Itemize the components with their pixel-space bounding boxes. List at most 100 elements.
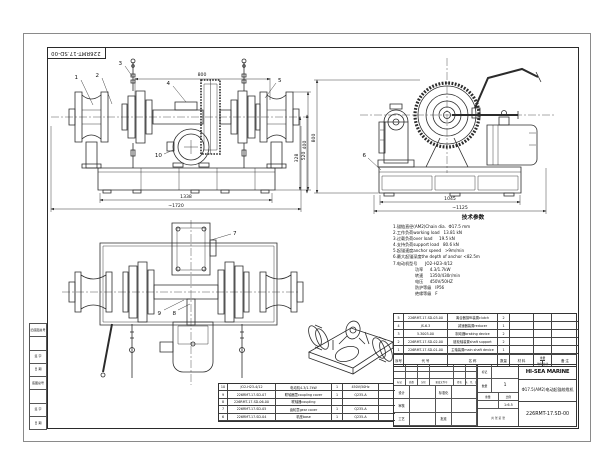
- bom-cell-material: Q235-A: [343, 413, 379, 421]
- bom-cell-name: 机座base: [276, 413, 332, 421]
- bom-cell-spare: [379, 384, 395, 392]
- tech-param-line: 2.工作负荷working load 13.81 kN: [393, 230, 462, 236]
- bom-row: 4 JS-6.3 减速器装置reducer 1: [394, 322, 578, 330]
- callout-7: 7: [233, 231, 237, 237]
- brake-rod-left: [130, 324, 135, 378]
- bom-cell-material: [510, 346, 534, 354]
- bom-cell-qty: 1: [332, 406, 343, 414]
- revision-header-row: 标记 处数 分区 更改文件号 签名 年、月、日: [394, 379, 477, 386]
- product-name: Φ17.5(AM2)电动起锚绞缆机: [519, 380, 576, 402]
- callout-2: 2: [95, 73, 99, 79]
- bom-cell-material: [510, 338, 534, 346]
- isometric-view: [295, 292, 400, 377]
- scale-label: 比例: [505, 394, 512, 399]
- bom-cell-name: 主轴装置main shaft device: [448, 346, 498, 354]
- bom-cell-code: 226RMT-17.SD-06-00: [228, 398, 276, 407]
- title-block-revision-area: 标记 处数 分区 更改文件号 签名 年、月、日 设计 标准化 审核 工艺 批准: [394, 365, 478, 426]
- bom-cell-spare: [379, 391, 395, 399]
- chain-wheel-left: [122, 59, 152, 168]
- bom-cell-qty: 1: [332, 384, 343, 392]
- bom-cell-code: 226RMT-17.SD-05: [228, 406, 276, 414]
- chain-wheel-right-plan: [218, 262, 249, 322]
- bom-cell-name: 离合器操纵装置clutch: [448, 314, 498, 322]
- callout-9: 9: [157, 311, 161, 317]
- bom-row: 2 226RMT-17.SD-02-00 链轮轴装置shaft support …: [394, 338, 578, 346]
- plan-view: 7 9 8: [48, 220, 313, 392]
- sheet-count: 共 张 第 张: [491, 415, 506, 420]
- bom-cell-qty: 2: [498, 314, 510, 322]
- bom-cell-qty: [332, 398, 343, 407]
- shaft-plan: [154, 285, 218, 325]
- tech-param-line: 防护等级 IP56: [415, 284, 445, 290]
- margin-cell: 日 期: [29, 362, 47, 377]
- bom-cell-weight: [534, 322, 552, 330]
- tech-params: 技术参数 1.锚链直径(AM2)Chain dia. Φ17.5 mm 2.工作…: [393, 213, 553, 297]
- margin-cell: 日 期: [29, 416, 47, 431]
- sign-standard: 标准化: [436, 386, 452, 400]
- bom-cell-no: 1: [394, 346, 404, 354]
- bom-header-material: 材 料: [510, 355, 534, 366]
- bom-cell-material: Q235-A: [343, 406, 379, 414]
- bom-cell-no: 7: [219, 406, 228, 414]
- dim-front-outer: ~1720: [168, 203, 184, 209]
- bom-cell-remark: [552, 338, 578, 346]
- weight-label: 重量: [478, 393, 499, 400]
- tech-param-line: 5.起锚速度anchor speed >9m/min: [393, 248, 465, 254]
- side-view: 1045 ~1125 800 520 6: [301, 48, 578, 223]
- bom-cell-no: 8: [219, 398, 228, 407]
- bom-cell-name: 减速器装置reducer: [448, 322, 498, 330]
- bom-cell-remark: [552, 346, 578, 354]
- tech-params-title: 技术参数: [461, 215, 485, 221]
- gearbox-top: [172, 223, 216, 275]
- bom-cell-no: 10: [219, 384, 228, 392]
- bom-row: 3 5.3003-00 制动器braking device 2: [394, 330, 578, 338]
- tech-param-line: 绝缘等级 F: [415, 291, 438, 297]
- dim-side-outer: ~1125: [452, 205, 468, 211]
- dim-front-inner: 1338: [180, 194, 192, 200]
- bom-cell-no: 6: [219, 413, 228, 421]
- motor-side: [487, 111, 537, 166]
- plan-callouts: 7 9 8: [157, 231, 237, 317]
- main-gear: [201, 80, 220, 154]
- bom-cell-spare: [379, 399, 395, 407]
- margin-revision-strip: 旧底图总号 签 字 日 期 底图总号 签 字 日 期: [29, 323, 47, 431]
- title-block-middle: 标记 数量 1 重量 比例 1:6.5 共 张 第 张: [478, 365, 520, 426]
- margin-cell: 签 字: [29, 402, 47, 417]
- bom-cell-material: [343, 398, 379, 407]
- bom-cell-code: 5.3003-00: [404, 330, 448, 338]
- bom-cell-remark: [552, 330, 578, 338]
- tech-param-line: 3.过载负荷over load 19.5 kN: [393, 236, 455, 242]
- deck-frame: [100, 243, 277, 325]
- bom-cell-name: 齿轮罩gear cover: [276, 406, 332, 414]
- scale-value: 1:6.5: [504, 402, 513, 407]
- bom-cell-no: 4: [394, 322, 404, 330]
- bom-cell-qty: 1: [332, 391, 343, 399]
- bom-header-code: 代 号: [404, 355, 448, 366]
- bom-cell-qty: 1: [498, 346, 510, 354]
- bom-cell-material: [510, 330, 534, 338]
- qty-label: 数量: [478, 379, 492, 392]
- warping-head-left: [69, 92, 108, 168]
- motor-front: [167, 129, 209, 167]
- dim-side-inner: 1045: [444, 196, 456, 202]
- dim-front-right-inner: 328: [294, 154, 300, 163]
- bearing-pedestal: [378, 104, 414, 167]
- front-view: 800 1338 ~1720 400 328 1 2 3 4: [50, 50, 315, 220]
- bom-left-rows: 10 JO2-H23-4/12 电动机4.3/1.7kW 1 450V/50Hz…: [219, 384, 395, 421]
- bom-cell-weight: [534, 314, 552, 322]
- bom-cell-no: 2: [394, 338, 404, 346]
- margin-cell: 底图总号: [29, 376, 47, 390]
- margin-cell: 旧底图总号: [29, 323, 47, 337]
- bom-cell-name: 联轴器罩coupling cover: [276, 391, 332, 399]
- drum-right-plan: [260, 272, 303, 312]
- bom-table-left: 10 JO2-H23-4/12 电动机4.3/1.7kW 1 450V/50Hz…: [218, 383, 395, 422]
- bom-cell-name: 电动机4.3/1.7kW: [276, 384, 332, 392]
- bom-cell-material: [510, 314, 534, 322]
- chain-wheel-right: [231, 59, 260, 168]
- bom-cell-code: 226RMT-17.SD-04: [228, 413, 276, 421]
- drawing-number: 226RMT-17.SD-00: [526, 411, 570, 417]
- dim-front-right-outer: 400: [302, 141, 308, 150]
- clutch-lever-plan: [101, 324, 112, 377]
- bom-cell-material: Q235-A: [343, 391, 379, 399]
- bom-cell-qty: 2: [498, 330, 510, 338]
